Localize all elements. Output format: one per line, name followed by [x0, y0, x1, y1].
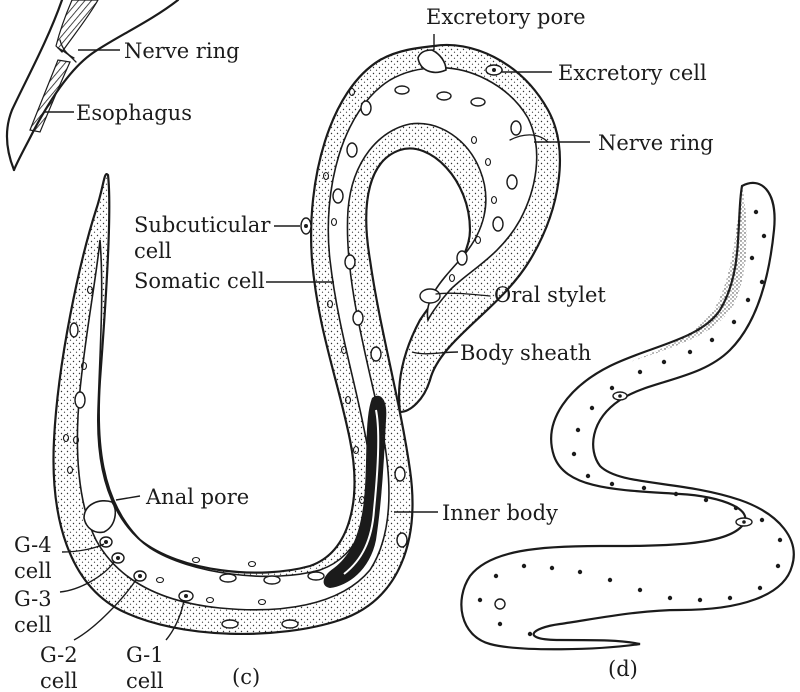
g4-label-line2: cell [14, 559, 52, 583]
anal-pore-label: Anal pore [145, 485, 249, 509]
excretory-pore-label: Excretory pore [426, 5, 586, 29]
panel-d-label: (d) [608, 657, 638, 681]
g3-label-line2: cell [14, 613, 52, 637]
g4-label-line1: G-4 [14, 533, 52, 557]
esophagus-shape [30, 60, 70, 132]
esophagus-label: Esophagus [76, 101, 192, 125]
subcuticular-cell-label-line1: Subcuticular [134, 213, 271, 237]
nerve-ring-top-label: Nerve ring [124, 39, 240, 63]
body-sheath-label: Body sheath [460, 341, 591, 365]
inner-body-label: Inner body [442, 501, 558, 525]
oral-stylet-label: Oral stylet [494, 283, 606, 307]
oral-stylet-mouth [420, 289, 440, 303]
panel-c-label: (c) [232, 665, 260, 689]
somatic-cell-label: Somatic cell [134, 269, 265, 293]
head-fragment [7, 0, 178, 170]
head-stylet-region [56, 0, 98, 52]
g2-label-line1: G-2 [40, 643, 78, 667]
g3-label-line1: G-3 [14, 587, 52, 611]
g2-label-line2: cell [40, 669, 78, 692]
g1-label-line2: cell [126, 669, 164, 692]
nerve-ring-right-label: Nerve ring [598, 131, 714, 155]
excretory-cell-nucleolus [492, 68, 496, 72]
head-outer-right [14, 0, 178, 170]
g1-label-line1: G-1 [126, 643, 164, 667]
anal-pore [84, 501, 115, 533]
excretory-cell-label: Excretory cell [558, 61, 707, 85]
anal-pore-leader [116, 496, 140, 500]
worm-c-inner [77, 68, 536, 610]
subcuticular-cell-label-line2: cell [134, 239, 172, 263]
